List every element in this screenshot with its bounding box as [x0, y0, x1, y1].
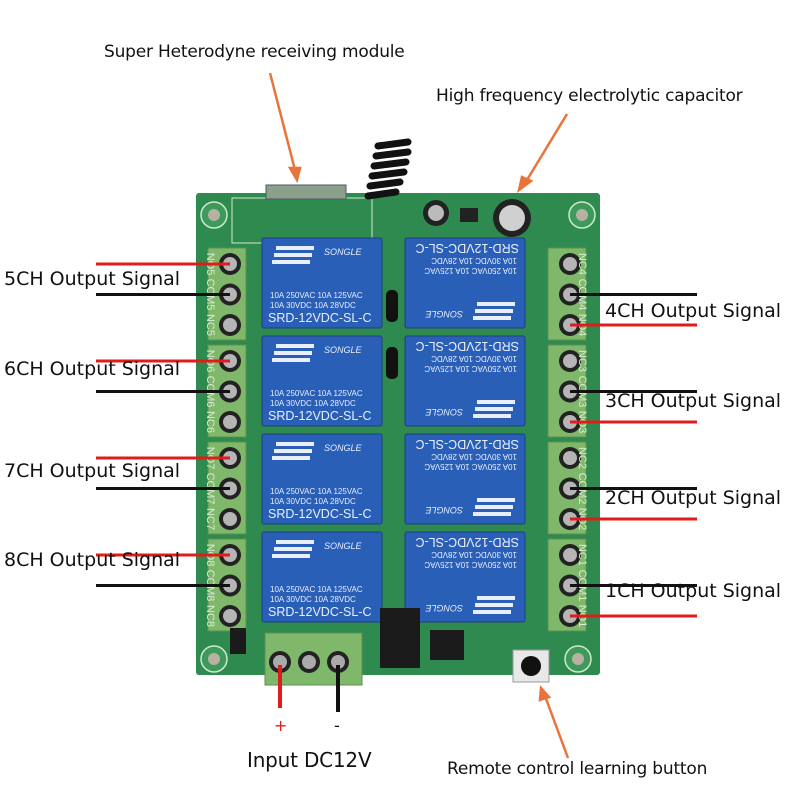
learn-button-cap	[521, 656, 541, 676]
relay-rating: 10A 250VAC 10A 125VAC	[270, 291, 363, 300]
relay-rating: 10A 250VAC 10A 125VAC	[424, 364, 517, 373]
relay-model: SRD-12VDC-SL-C	[416, 339, 520, 353]
pin-label: NC1	[576, 544, 588, 566]
decoder-ic	[380, 608, 420, 668]
relay-rating: 10A 30VDC 10A 28VDC	[431, 550, 517, 559]
channel-2-label: 2CH Output Signal	[605, 487, 782, 509]
capacitor-callout: High frequency electrolytic capacitor	[436, 86, 743, 106]
screw-head	[223, 512, 237, 526]
relay-rating: 10A 250VAC 10A 125VAC	[270, 389, 363, 398]
relay-model: SRD-12VDC-SL-C	[268, 311, 372, 325]
pin-label: NC5	[204, 314, 216, 336]
screw-head	[223, 609, 237, 623]
pin-label: NC6	[204, 411, 216, 433]
relay-brand: SONGLE	[324, 247, 363, 257]
relay-rating: 10A 30VDC 10A 28VDC	[270, 301, 356, 310]
relay-brand: SONGLE	[424, 603, 463, 613]
pin-label: NC2	[576, 447, 588, 469]
power-input-callout: Input DC12V	[247, 748, 372, 772]
relay-rating: 10A 250VAC 10A 125VAC	[424, 462, 517, 471]
screw-head	[563, 257, 577, 271]
pin-label: NC8	[204, 605, 216, 627]
signal-wires	[96, 262, 697, 618]
relay-model: SRD-12VDC-SL-C	[416, 437, 520, 451]
relay-model: SRD-12VDC-SL-C	[268, 507, 372, 521]
receiver-module	[265, 184, 347, 200]
channel-3-label: 3CH Output Signal	[605, 390, 782, 412]
channel-4-label: 4CH Output Signal	[605, 300, 782, 322]
relay-rating: 10A 30VDC 10A 28VDC	[431, 256, 517, 265]
relay-rating: 10A 250VAC 10A 125VAC	[424, 560, 517, 569]
relay-model: SRD-12VDC-SL-C	[416, 241, 520, 255]
relay-model: SRD-12VDC-SL-C	[268, 409, 372, 423]
relay-rating: 10A 30VDC 10A 28VDC	[270, 399, 356, 408]
channel-7-label: 7CH Output Signal	[4, 460, 181, 482]
channel-6-label: 6CH Output Signal	[4, 358, 181, 380]
screw-head	[563, 354, 577, 368]
relay-rating: 10A 250VAC 10A 125VAC	[270, 487, 363, 496]
relay-brand: SONGLE	[424, 505, 463, 515]
channel-8-label: 8CH Output Signal	[4, 549, 181, 571]
relay-brand: SONGLE	[424, 407, 463, 417]
relay-model: SRD-12VDC-SL-C	[268, 605, 372, 619]
relay-rating: 10A 30VDC 10A 28VDC	[431, 452, 517, 461]
relay-rating: 10A 250VAC 10A 125VAC	[270, 585, 363, 594]
pin-label: NC3	[576, 350, 588, 372]
screw-head	[223, 415, 237, 429]
relay-model: SRD-12VDC-SL-C	[416, 535, 520, 549]
pin-label: NC4	[576, 253, 588, 275]
relay-rating: 10A 30VDC 10A 28VDC	[270, 595, 356, 604]
pcb	[196, 193, 600, 675]
positive-terminal-label: +	[274, 716, 288, 735]
channel-1-label: 1CH Output Signal	[605, 580, 782, 602]
relay-rating: 10A 30VDC 10A 28VDC	[270, 497, 356, 506]
callout-arrows	[268, 72, 570, 759]
receiver-module-callout: Super Heterodyne receiving module	[104, 42, 405, 62]
relay-brand: SONGLE	[324, 541, 363, 551]
mounting-holes	[200, 201, 596, 673]
channel-5-label: 5CH Output Signal	[4, 268, 181, 290]
antenna-coil	[364, 138, 412, 200]
relay-rating: 10A 250VAC 10A 125VAC	[424, 266, 517, 275]
learn-button-callout: Remote control learning button	[447, 759, 708, 779]
screw-head	[563, 548, 577, 562]
negative-terminal-label: -	[334, 716, 340, 735]
relay-brand: SONGLE	[324, 345, 363, 355]
relay-rating: 10A 30VDC 10A 28VDC	[431, 354, 517, 363]
relay-brand: SONGLE	[324, 443, 363, 453]
screw-head	[223, 318, 237, 332]
relay-brand: SONGLE	[424, 309, 463, 319]
screw-head	[563, 451, 577, 465]
pin-label: NC7	[204, 508, 216, 530]
